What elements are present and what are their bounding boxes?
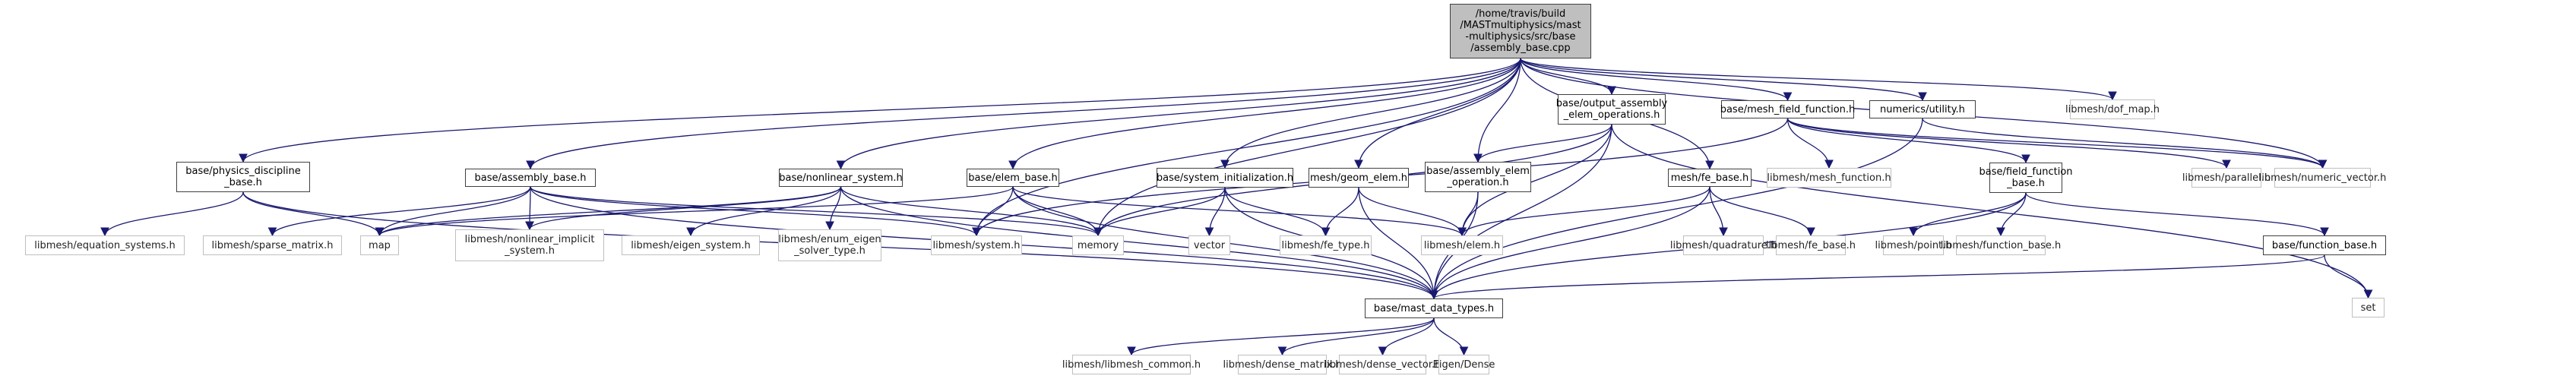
- edge-root-to-mesh-field-function: [1520, 58, 1793, 102]
- edge-function-base-h-to-mast-data-types: [1429, 254, 2325, 300]
- edge-mast-data-types-to-dense-matrix: [1277, 317, 1435, 356]
- node-map: map: [360, 235, 399, 255]
- edge-root-to-dof-map: [1520, 58, 2117, 101]
- node-assembly-elem-op[interactable]: base/assembly_elem _operation.h: [1425, 162, 1531, 192]
- edge-output-assembly-to-assembly-elem-op: [1473, 124, 1612, 163]
- edge-physics-discipline-to-map: [242, 191, 385, 237]
- node-eigen-dense: Eigen/Dense: [1433, 355, 1495, 374]
- edge-numerics-utility-to-numeric-vector: [1922, 118, 2328, 169]
- edge-assembly-base-h-to-map: [375, 186, 531, 237]
- node-mesh-function: libmesh/mesh_function.h: [1767, 168, 1891, 188]
- node-dense-matrix: libmesh/dense_matrix.h: [1223, 355, 1342, 374]
- edge-assembly-elem-op-to-elem-h: [1457, 191, 1479, 237]
- edge-fe-base-to-libmesh-fe-base: [1709, 186, 1815, 237]
- edge-root-to-system-h: [972, 58, 1521, 237]
- node-equation-systems: libmesh/equation_systems.h: [25, 235, 185, 255]
- node-function-base-lib: libmesh/function_base.h: [1941, 235, 2061, 255]
- node-enum-eigen: libmesh/enum_eigen _solver_type.h: [778, 229, 881, 261]
- edge-geom-elem-to-mast-data-types: [1358, 187, 1438, 300]
- edge-field-function-base-to-function-base-lib: [1996, 192, 2027, 237]
- node-numeric-vector: libmesh/numeric_vector.h: [2259, 168, 2386, 188]
- node-nonlinear-implicit: libmesh/nonlinear_implicit _system.h: [455, 229, 604, 261]
- node-point: libmesh/point.h: [1875, 235, 1952, 255]
- node-numerics-utility[interactable]: numerics/utility.h: [1869, 100, 1976, 118]
- edge-physics-discipline-to-equation-systems: [100, 191, 244, 237]
- node-dof-map: libmesh/dof_map.h: [2065, 99, 2160, 119]
- edge-geom-elem-to-fe-type: [1321, 187, 1359, 237]
- edge-field-function-base-to-point: [1909, 192, 2027, 237]
- node-output-assembly[interactable]: base/output_assembly _elem_operations.h: [1556, 94, 1667, 125]
- node-dense-vector: libmesh/dense_vector.h: [1324, 355, 1441, 374]
- edge-root-to-assembly-base-h: [526, 58, 1521, 170]
- node-memory: memory: [1072, 235, 1124, 255]
- node-elem-h: libmesh/elem.h: [1421, 235, 1503, 255]
- edge-nonlinear-system-to-map: [375, 186, 842, 237]
- node-system-h: libmesh/system.h: [931, 235, 1022, 255]
- edge-mast-data-types-to-libmesh-common: [1127, 317, 1435, 356]
- node-function-base-h[interactable]: base/function_base.h: [2263, 235, 2386, 255]
- edge-root-to-numerics-utility: [1520, 58, 1927, 102]
- edge-fe-base-to-elem-h: [1457, 186, 1710, 237]
- edge-nonlinear-system-to-enum-eigen: [825, 186, 842, 231]
- node-mast-data-types[interactable]: base/mast_data_types.h: [1365, 298, 1503, 318]
- node-sparse-matrix: libmesh/sparse_matrix.h: [203, 235, 342, 255]
- edge-mesh-field-function-to-mesh-function: [1786, 118, 1834, 169]
- edge-numerics-utility-to-mast-data-types: [1429, 118, 1923, 300]
- node-parallel: libmesh/parallel.h: [2182, 168, 2271, 188]
- node-nonlinear-system[interactable]: base/nonlinear_system.h: [779, 169, 903, 187]
- edge-fe-base-to-quadrature: [1709, 186, 1728, 237]
- edge-output-assembly-to-mast-data-types: [1429, 124, 1612, 300]
- node-assembly-base-h[interactable]: base/assembly_base.h: [465, 169, 596, 187]
- node-eigen-system: libmesh/eigen_system.h: [622, 235, 760, 255]
- edge-mast-data-types-to-eigen-dense: [1433, 317, 1469, 356]
- edge-nonlinear-system-to-mast-data-types: [840, 186, 1438, 300]
- edge-root-to-memory: [1093, 58, 1521, 237]
- node-libmesh-common: libmesh/libmesh_common.h: [1062, 355, 1201, 374]
- edge-mesh-field-function-to-parallel: [1786, 118, 2231, 169]
- edge-assembly-base-h-to-sparse-matrix: [267, 186, 531, 237]
- edge-root-to-elem-base: [1008, 58, 1521, 170]
- edge-system-init-to-vector: [1204, 187, 1226, 237]
- node-geom-elem[interactable]: mesh/geom_elem.h: [1309, 168, 1409, 188]
- edge-assembly-base-h-to-memory: [530, 186, 1103, 237]
- edge-field-function-base-to-function-base-h: [2025, 192, 2329, 237]
- edge-fe-base-to-mast-data-types: [1429, 186, 1710, 300]
- node-quadrature: libmesh/quadrature.h: [1670, 235, 1777, 255]
- node-elem-base[interactable]: base/elem_base.h: [967, 169, 1059, 187]
- edge-assembly-base-h-to-system-h: [530, 186, 981, 237]
- node-fe-base[interactable]: mesh/fe_base.h: [1668, 169, 1752, 187]
- edge-elem-base-to-elem-h: [1012, 186, 1467, 237]
- edge-root-to-physics-discipline: [239, 58, 1521, 163]
- edge-mesh-field-function-to-field-function-base: [1786, 118, 2030, 164]
- node-fe-type: libmesh/fe_type.h: [1280, 235, 1372, 255]
- edge-elem-base-to-map: [375, 186, 1014, 237]
- node-field-function-base[interactable]: base/field_function _base.h: [1979, 163, 2073, 193]
- node-mesh-field-function[interactable]: base/mesh_field_function.h: [1720, 100, 1855, 118]
- edge-root-to-nonlinear-system: [836, 58, 1521, 170]
- node-libmesh-fe-base: libmesh/fe_base.h: [1766, 235, 1856, 255]
- node-set: set: [2352, 298, 2385, 317]
- node-root[interactable]: /home/travis/build /MASTmultiphysics/mas…: [1450, 4, 1591, 58]
- edge-nonlinear-system-to-nonlinear-implicit: [525, 186, 842, 231]
- edge-output-assembly-to-elem-h: [1457, 124, 1612, 237]
- edge-nonlinear-system-to-eigen-system: [686, 186, 842, 237]
- edge-root-to-output-assembly: [1520, 58, 1616, 96]
- node-vector: vector: [1188, 235, 1230, 255]
- node-system-init[interactable]: base/system_initialization.h: [1157, 168, 1293, 188]
- edge-root-to-assembly-elem-op: [1473, 58, 1521, 163]
- edge-output-assembly-to-set: [1611, 124, 2373, 299]
- edge-mast-data-types-to-dense-vector: [1378, 317, 1435, 356]
- node-physics-discipline[interactable]: base/physics_discipline _base.h: [176, 162, 310, 192]
- edge-mesh-field-function-to-numeric-vector: [1786, 118, 2328, 169]
- edge-nonlinear-system-to-memory: [840, 186, 1103, 237]
- edge-function-base-h-to-set: [2324, 254, 2373, 299]
